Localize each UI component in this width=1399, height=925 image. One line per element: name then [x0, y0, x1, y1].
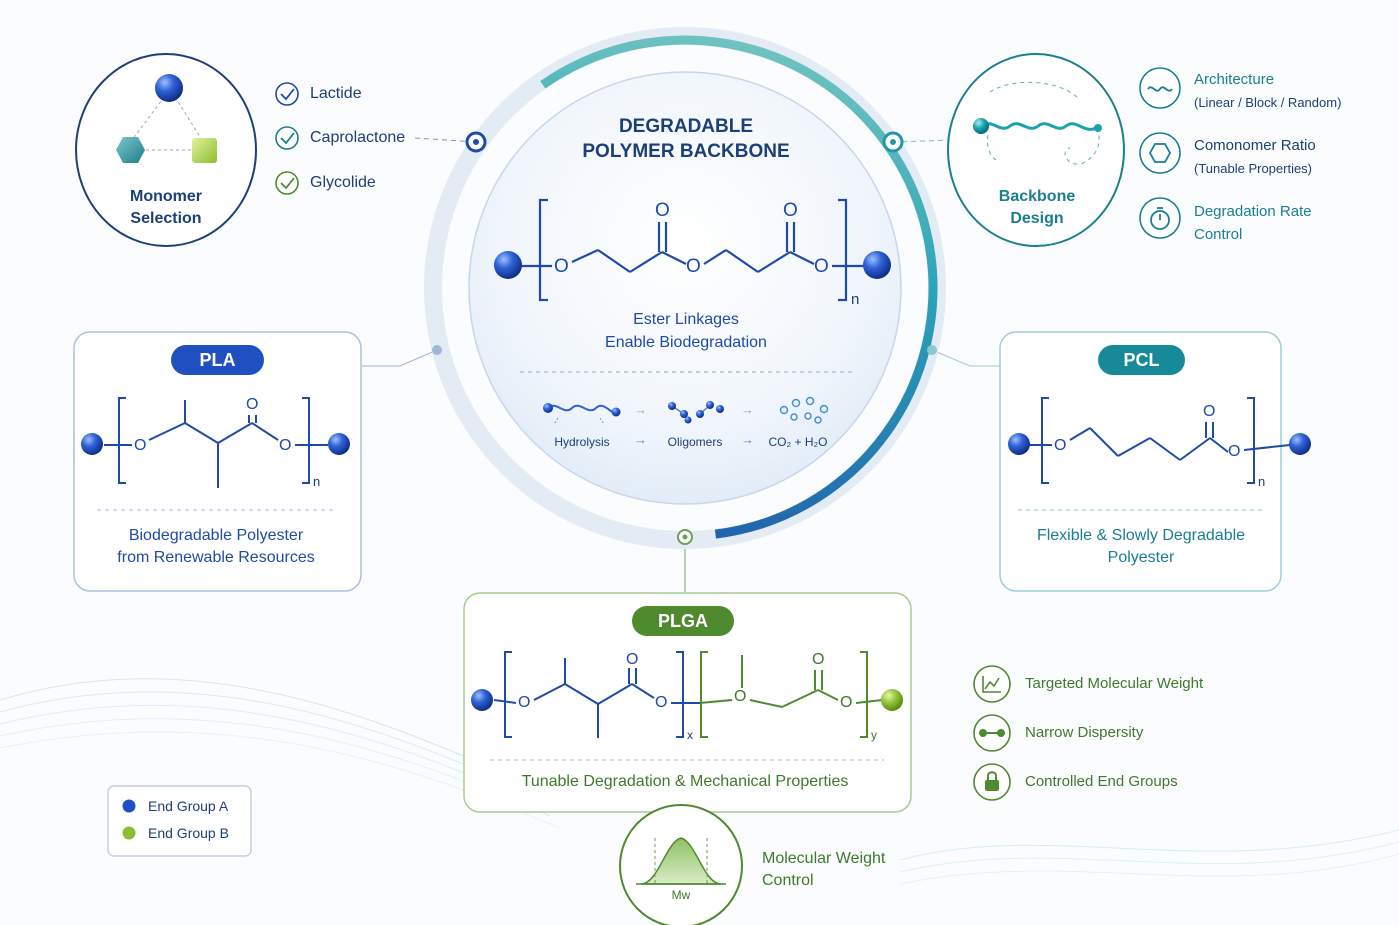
- oligomers-icon: [668, 401, 724, 424]
- dumbbell-icon: [973, 714, 1011, 752]
- ester-linkage-caption: Ester Linkages Enable Biodegradation: [605, 311, 767, 351]
- atom-o: O: [554, 256, 569, 277]
- atom-o: O: [626, 651, 639, 668]
- repeat-subscript-x: x: [687, 728, 693, 742]
- flow-arrow-icon: →: [634, 432, 647, 447]
- atom-o: O: [1228, 443, 1241, 460]
- atom-o: O: [814, 256, 829, 277]
- atom-o: O: [279, 437, 292, 454]
- atom-o: O: [1054, 437, 1067, 454]
- plga-badge: PLGA: [657, 611, 708, 631]
- feature-narrow-dispersity: Narrow Dispersity: [1025, 724, 1144, 741]
- check-icon: [275, 82, 299, 106]
- check-icon: [275, 171, 299, 195]
- chart-icon: [973, 665, 1011, 703]
- legend-swatch: [122, 826, 136, 840]
- background-waves: [0, 678, 1399, 885]
- legend-box: [107, 785, 252, 857]
- legend-swatch: [122, 799, 136, 813]
- flow-step-oligomers: Oligomers: [667, 435, 723, 449]
- mw-axis-label: Mw: [671, 888, 691, 902]
- repeat-subscript: n: [1258, 474, 1266, 489]
- atom-o: O: [655, 200, 670, 221]
- end-group-a-ball: [863, 251, 891, 279]
- backbone-item-comonomer-ratio: Comonomer Ratio (Tunable Properties): [1194, 137, 1316, 176]
- monomer-item-caprolactone: Caprolactone: [310, 129, 406, 146]
- plga-description: Tunable Degradation & Mechanical Propert…: [521, 773, 849, 790]
- flow-arrow-icon: →: [741, 432, 754, 447]
- atom-o: O: [518, 694, 531, 711]
- atom-o: O: [783, 200, 798, 221]
- end-group-a-ball: [494, 251, 522, 279]
- pcl-description: Flexible & Slowly Degradable Polyester: [1036, 527, 1246, 566]
- mw-control-title: Molecular Weight Control: [762, 850, 886, 889]
- legend-label-a: End Group A: [148, 798, 229, 814]
- check-icon: [275, 126, 299, 150]
- center-title: DEGRADABLE POLYMER BACKBONE: [582, 116, 790, 162]
- central-ester-structure: [518, 198, 864, 302]
- monomer-selection-circle: [75, 53, 257, 247]
- timer-icon: [1139, 197, 1181, 239]
- atom-o: O: [1203, 403, 1216, 420]
- backbone-item-degradation-rate: Degradation Rate Control: [1194, 203, 1312, 243]
- atom-o: O: [655, 694, 668, 711]
- co2-water-icon: [779, 396, 829, 424]
- flow-arrow-icon: →: [741, 402, 754, 417]
- monomer-selection-title: Monomer Selection: [130, 188, 202, 227]
- pla-card: [73, 331, 362, 592]
- repeat-subscript: n: [313, 474, 321, 489]
- flow-arrow-icon: →: [634, 402, 647, 417]
- backbone-item-architecture: Architecture (Linear / Block / Random): [1194, 71, 1342, 110]
- flow-step-products: CO₂ + H₂O: [768, 435, 828, 449]
- wave-icon: [1139, 67, 1181, 109]
- monomer-item-lactide: Lactide: [310, 85, 362, 102]
- legend-label-b: End Group B: [148, 825, 229, 841]
- feature-controlled-end-groups: Controlled End Groups: [1025, 773, 1178, 790]
- feature-targeted-mw: Targeted Molecular Weight: [1025, 675, 1204, 692]
- flow-step-hydrolysis: Hydrolysis: [554, 435, 610, 449]
- pcl-badge: PCL: [1123, 350, 1160, 370]
- mw-distribution-circle: [619, 804, 743, 925]
- pla-badge: PLA: [199, 350, 236, 370]
- backbone-design-title: Backbone Design: [998, 188, 1076, 227]
- atom-o: O: [134, 437, 147, 454]
- hydrolysis-icon: [543, 403, 621, 425]
- atom-o: O: [734, 688, 747, 705]
- atom-o: O: [686, 256, 701, 277]
- pla-description: Biodegradable Polyester from Renewable R…: [117, 527, 315, 566]
- backbone-design-circle: [947, 53, 1125, 247]
- lock-icon: [973, 763, 1011, 801]
- central-backbone-circle: [424, 27, 946, 549]
- hexagon-icon: [1139, 132, 1181, 174]
- atom-o: O: [246, 396, 259, 413]
- repeat-subscript: n: [851, 291, 860, 308]
- atom-o: O: [812, 651, 825, 668]
- pcl-card: [999, 331, 1311, 592]
- monomer-item-glycolide: Glycolide: [310, 174, 376, 191]
- repeat-subscript-y: y: [871, 728, 877, 742]
- atom-o: O: [840, 694, 853, 711]
